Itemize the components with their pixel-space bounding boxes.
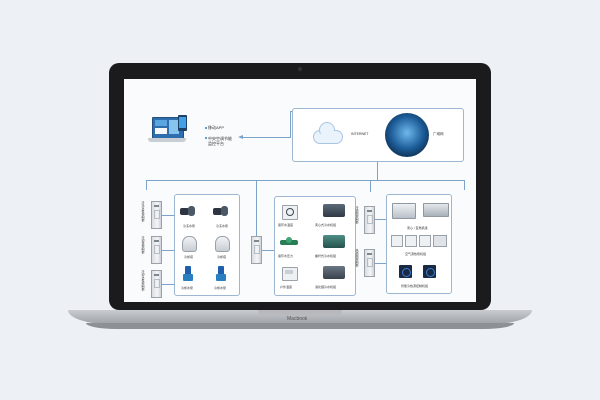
label-platform-line2: 监控平台 [208,141,224,146]
bullet-dot [205,127,207,129]
control-cabinet [151,236,162,264]
weather-sensor-icon [282,267,298,281]
equipment-label: 循环水温度 [278,223,294,227]
absorption-unit-icon [423,203,449,217]
smart-unit-icon [423,265,436,278]
control-cabinet [364,249,375,277]
bullet-dot [205,137,207,139]
group-heat-sources: 离心 / 直燃机组 空气源热泵机组 智能冷热源控制机组 [386,194,452,294]
heat-pump-icon [433,235,447,247]
arrow-left-icon [238,135,243,139]
group-sensors-chillers: 循环水温度 离心式冷水机组 循环水压力 螺杆式冷水机组 户外温度 溴化锂冷水机组 [274,196,356,296]
laptop-brand: Macbook [287,316,308,322]
connector-line [290,111,291,138]
equipment-label: 冷却水泵 [214,286,227,290]
phone-icon [178,115,187,131]
equipment-label: 智能冷热源控制机组 [401,284,429,288]
connector-line [162,284,174,285]
chiller-icon [323,204,345,217]
equipment-label: 离心式冷水机组 [315,223,337,227]
laptop-illustration [148,115,190,151]
equipment-label: 冷冻水泵 [183,224,196,228]
connector-line [370,180,371,192]
equipment-label: 离心 / 直燃机组 [407,226,428,230]
connector-line [290,111,292,112]
equipment-label: 螺杆式冷水机组 [315,254,337,258]
control-cabinet [151,270,162,298]
screen: 移动APP 中央空调节能 监控平台 INTERNET 广域网 冷冻水泵控制柜 冷… [124,79,476,302]
pressure-sensor-icon [280,237,298,248]
control-cabinet [364,206,375,234]
cabinet-label: 冷却塔控制柜 [141,236,145,254]
equipment-label: 户外温度 [280,285,293,289]
cabinet-label: 冷冻水泵控制柜 [141,201,145,222]
equipment-label: 冷冻水泵 [216,224,229,228]
smart-unit-icon [399,265,412,278]
laptop-camera [298,67,302,71]
cabinet-label: 冷却水泵控制柜 [141,270,145,291]
connector-line [375,263,386,264]
globe-icon [385,113,429,157]
heat-pump-icon [391,235,403,247]
connector-line [377,162,378,180]
control-cabinet [251,236,262,264]
label-mobile-app: 移动APP [208,125,225,130]
equipment-label: 空气源热泵机组 [405,252,427,256]
group-pumps-towers: 冷冻水泵 冷冻水泵 冷却塔 冷却塔 冷却水泵 冷却水泵 [174,194,240,296]
direct-fired-unit-icon [392,203,416,219]
cooling-tower-icon [215,236,230,252]
cooling-tower-icon [182,236,197,252]
keyboard-icon [148,138,186,142]
cabinet-label: 冷源侧控制柜 [355,206,359,224]
vertical-pump-icon [183,266,193,282]
internet-label: INTERNET [351,132,369,136]
pump-icon [213,204,229,217]
pump-icon [180,204,196,217]
heat-pump-icon [405,235,417,247]
laptop-notch [258,310,342,315]
connector-line [146,180,147,190]
connector-line [162,250,174,251]
control-cabinet [151,201,162,229]
vertical-pump-icon [216,266,226,282]
heat-pump-icon [419,235,431,247]
laptop-base [68,310,532,324]
chiller-icon [323,266,345,279]
connector-line [256,180,257,236]
thermometer-icon [282,205,298,220]
chiller-icon [323,235,345,248]
equipment-label: 冷却塔 [217,255,227,259]
connector-line [242,137,290,138]
equipment-label: 循环水压力 [278,254,294,258]
wan-label: 广域网 [433,132,444,136]
equipment-label: 冷却塔 [184,255,194,259]
main-bus-line [146,180,464,181]
cloud-icon [309,120,343,144]
connector-line [162,215,174,216]
laptop-bottom-edge [86,323,514,329]
equipment-label: 溴化锂冷水机组 [315,285,337,289]
connector-line [262,250,274,251]
connector-line [375,219,386,220]
connector-line [464,180,465,190]
label-platform-line1: 中央空调节能 [208,136,232,141]
internet-box: INTERNET 广域网 [292,108,464,162]
equipment-label: 冷却水泵 [181,286,194,290]
cabinet-label: 热源侧控制柜 [355,249,359,267]
